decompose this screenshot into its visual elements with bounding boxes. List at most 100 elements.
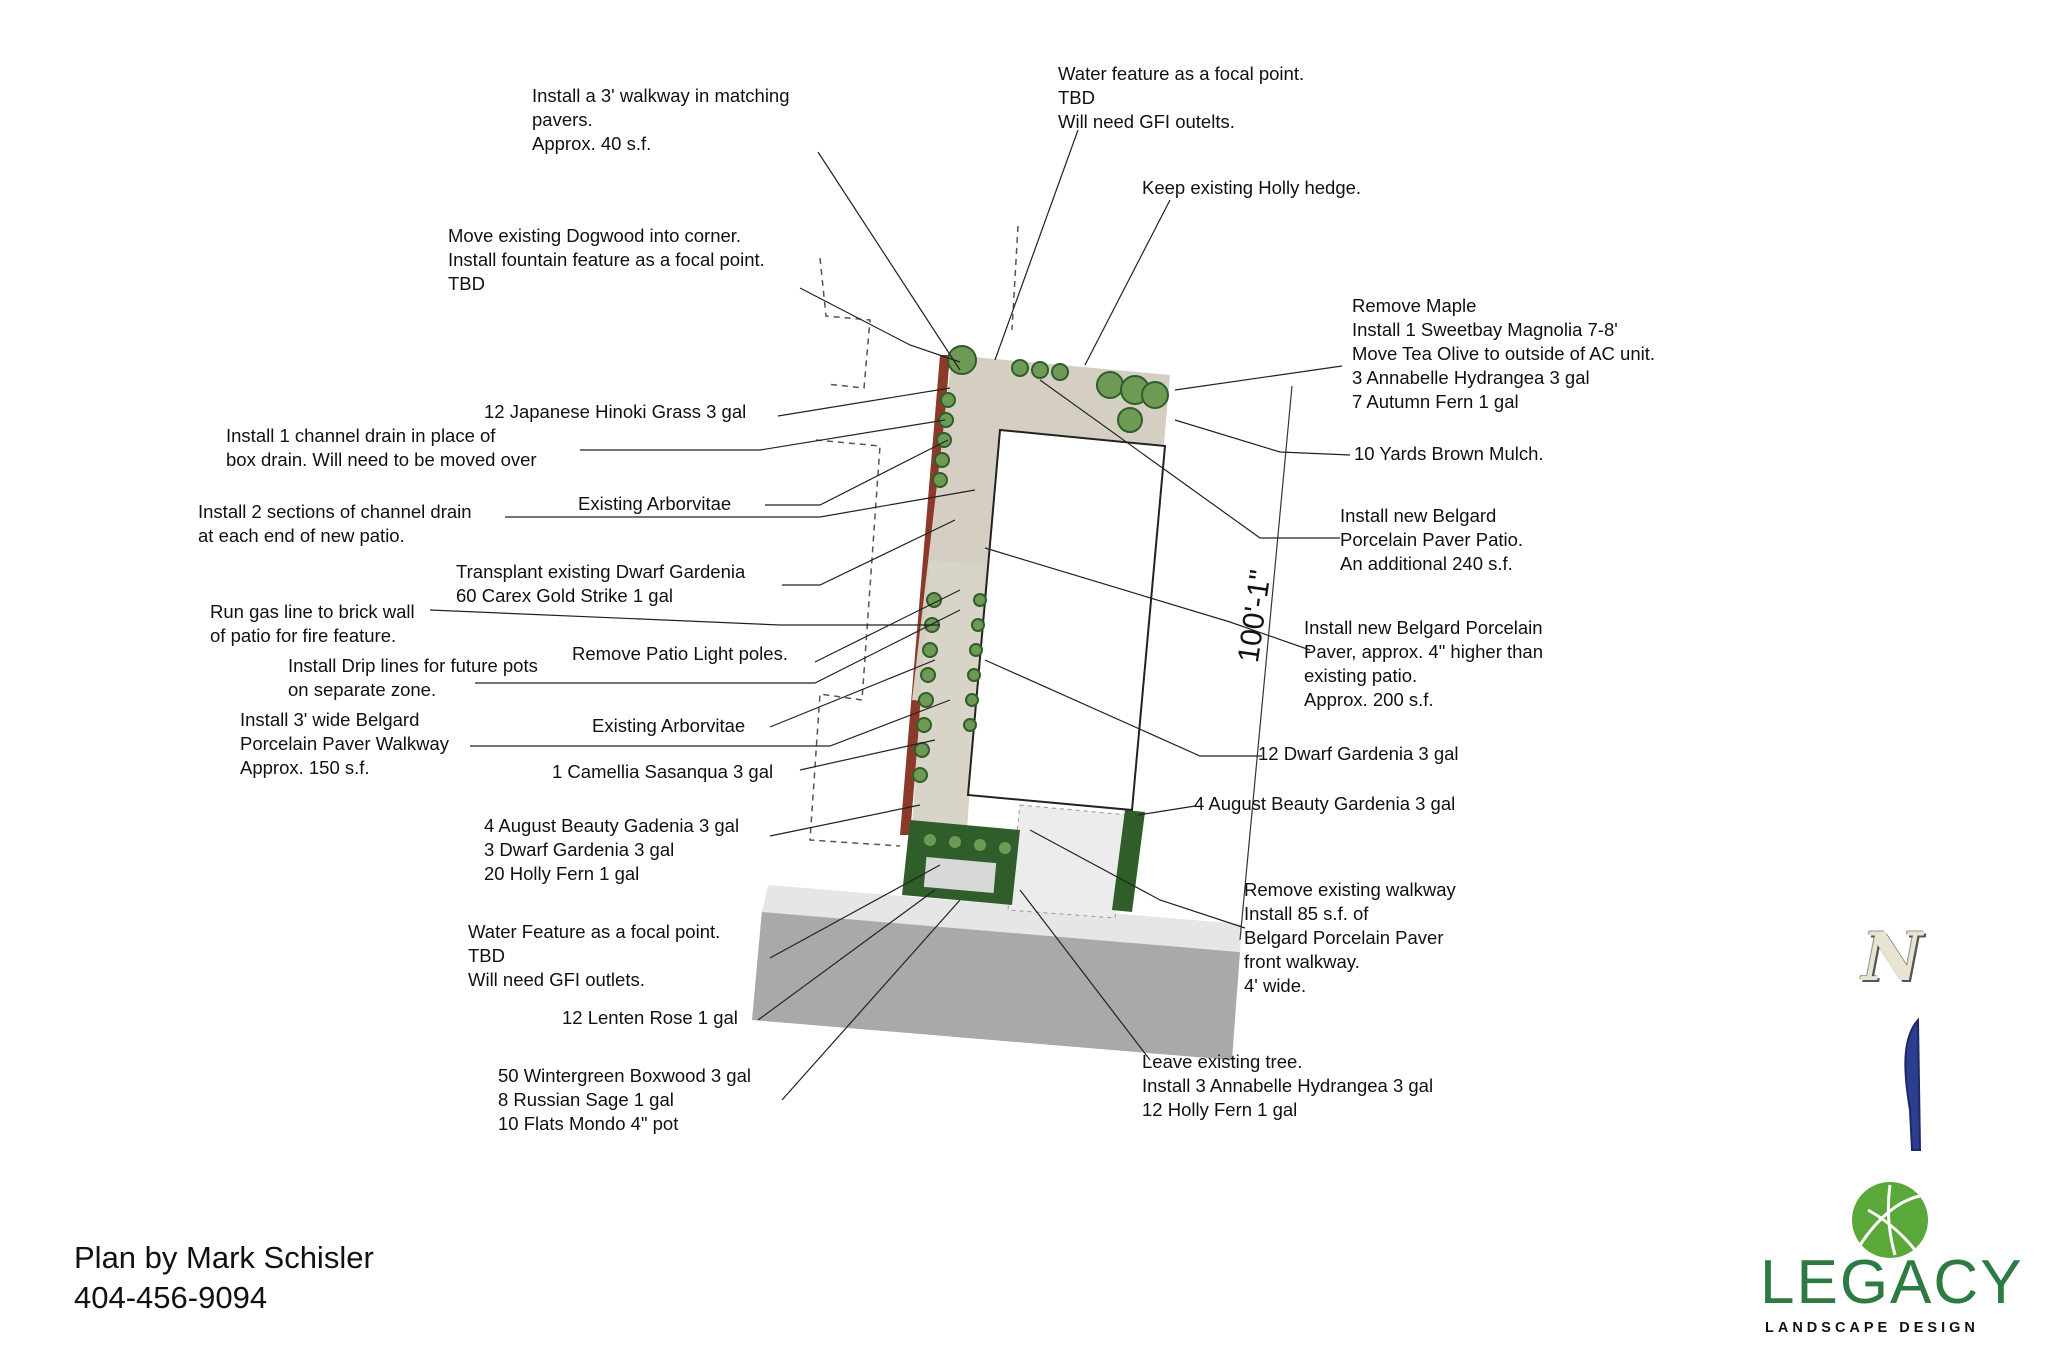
note-line: 12 Lenten Rose 1 gal [562,1007,738,1028]
note-line: Remove Patio Light poles. [572,643,788,664]
dimension-line [1239,385,1293,941]
plant-inner-6 [963,718,977,732]
note-line: Install new Belgard [1340,505,1497,526]
north-arrow-shaft [1904,1017,1922,1151]
note-august-beauty-left: 4 August Beauty Gadenia 3 gal 3 Dwarf Ga… [484,814,739,886]
leader-gas [429,609,940,626]
leader-belgard-walk [470,699,951,747]
note-line: Approx. 200 s.f. [1304,689,1434,710]
note-line: 12 Dwarf Gardenia 3 gal [1258,743,1459,764]
paver-walkway [910,560,985,860]
leader-august-left [769,804,921,837]
plant-mid-5 [918,692,934,708]
note-line: existing patio. [1304,665,1418,686]
plant-front-3 [972,837,988,853]
note-line: Install 2 sections of channel drain [198,501,472,522]
leader-remove-walk [1029,829,1246,929]
leader-arbor1 [765,439,949,506]
note-line: TBD [468,945,505,966]
plant-top-5 [1051,363,1069,381]
plant-symbols [912,345,1169,856]
plant-mid-7 [914,742,930,758]
plant-front-4 [997,840,1013,856]
leader-water-bottom [769,864,941,959]
note-line: Install a 3' walkway in matching [532,85,790,106]
note-line: box drain. Will need to be moved over [226,449,537,470]
credit-name: Plan by Mark Schisler [74,1240,374,1275]
note-line: Move Tea Olive to outside of AC unit. [1352,343,1656,364]
note-line: 4' wide. [1244,975,1307,996]
note-line: of patio for fire feature. [210,625,397,646]
note-walkway-3ft: Install a 3' walkway in matching pavers.… [532,84,790,156]
street [752,910,1240,1060]
note-line: 60 Carex Gold Strike 1 gal [456,585,673,606]
note-line: Move existing Dogwood into corner. [448,225,742,246]
note-line: 4 August Beauty Gardenia 3 gal [1194,793,1456,814]
plan-credit: Plan by Mark Schisler 404-456-9094 [74,1238,374,1318]
plant-mid-6 [916,717,932,733]
leader-maple [1174,365,1343,391]
leader-higher [984,547,1311,651]
note-line: Transplant existing Dwarf Gardenia [456,561,746,582]
property-line-dashed [819,257,871,389]
note-remove-maple: Remove Maple Install 1 Sweetbay Magnolia… [1352,294,1655,414]
note-line: 4 August Beauty Gadenia 3 gal [484,815,740,836]
leader-light [814,589,961,663]
note-holly-hedge: Keep existing Holly hedge. [1142,176,1361,200]
note-belgard-patio: Install new Belgard Porcelain Paver Pati… [1340,504,1523,576]
note-remove-walkway: Remove existing walkway Install 85 s.f. … [1244,878,1456,998]
note-gas-line: Run gas line to brick wall of patio for … [210,600,415,648]
leader-drip [475,609,961,684]
leader-august-right [1137,805,1196,816]
leader-walkway [817,151,961,371]
note-belgard-higher: Install new Belgard Porcelain Paver, app… [1304,616,1543,712]
driveway [1007,804,1129,919]
note-line: Paver, approx. 4" higher than [1304,641,1544,662]
note-line: Install 1 Sweetbay Magnolia 7-8' [1352,319,1618,340]
note-line: 50 Wintergreen Boxwood 3 gal [498,1065,751,1086]
note-channel-drain: Install 1 channel drain in place of box … [226,424,537,472]
note-line: Porcelain Paver Patio. [1340,529,1524,550]
note-line: Keep existing Holly hedge. [1142,177,1362,198]
note-water-feature-top: Water feature as a focal point. TBD Will… [1058,62,1304,134]
right-hedge-strip [1112,810,1145,912]
note-line: 12 Holly Fern 1 gal [1142,1099,1298,1120]
note-line: 12 Japanese Hinoki Grass 3 gal [484,401,747,422]
plant-top-6 [1031,361,1049,379]
note-august-beauty-right: 4 August Beauty Gardenia 3 gal [1194,792,1455,816]
note-line: Remove Maple [1352,295,1477,316]
sidewalk [762,885,1242,952]
note-drip-lines: Install Drip lines for future pots on se… [288,654,538,702]
leader-hinoki [777,387,951,417]
leader-transplant [782,519,956,586]
note-dwarf-gardenia-transplant: Transplant existing Dwarf Gardenia 60 Ca… [456,560,745,608]
note-line: 20 Holly Fern 1 gal [484,863,640,884]
note-line: Leave existing tree. [1142,1051,1303,1072]
note-line: Will need GFI outlets. [468,969,645,990]
note-line: 1 Camellia Sasanqua 3 gal [552,761,774,782]
plant-left-1 [940,392,956,408]
note-line: Approx. 150 s.f. [240,757,370,778]
note-line: Install 3' wide Belgard [240,709,420,730]
plant-inner-1 [973,593,987,607]
plant-left-4 [934,452,950,468]
note-brown-mulch: 10 Yards Brown Mulch. [1354,442,1544,466]
note-line: on separate zone. [288,679,437,700]
property-line-dashed-3 [1011,225,1019,331]
leader-boxwood [781,899,961,1101]
note-belgard-walkway: Install 3' wide Belgard Porcelain Paver … [240,708,449,780]
plant-top-3 [1141,381,1169,409]
property-line-dashed-2 [809,439,901,847]
plant-inner-5 [965,693,979,707]
note-hinoki: 12 Japanese Hinoki Grass 3 gal [484,400,746,424]
plant-front-1 [922,832,938,848]
note-line: Install 3 Annabelle Hydrangea 3 gal [1142,1075,1434,1096]
plant-mid-3 [922,642,938,658]
note-line: front walkway. [1244,951,1360,972]
plant-top-4 [1117,407,1143,433]
note-line: 3 Dwarf Gardenia 3 gal [484,839,675,860]
leader-arbor2 [769,659,936,728]
plant-left-2 [938,412,954,428]
note-dogwood: Move existing Dogwood into corner. Insta… [448,224,765,296]
note-line: Water Feature as a focal point. [468,921,721,942]
